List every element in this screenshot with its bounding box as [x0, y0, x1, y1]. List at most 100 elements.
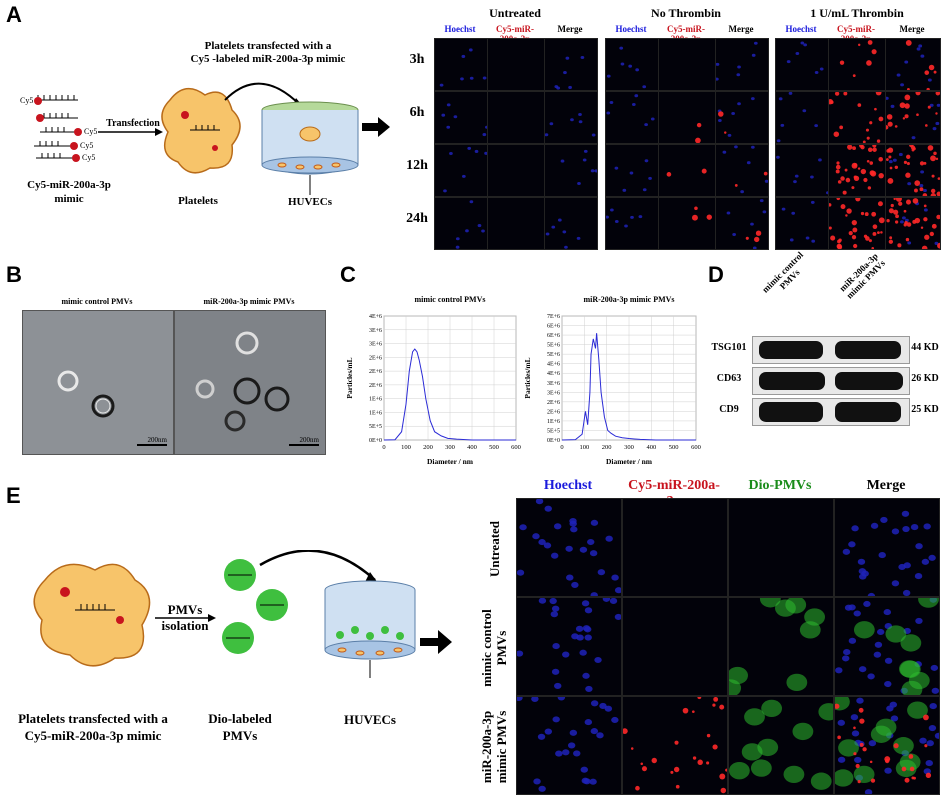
merge-image-tile [715, 197, 769, 250]
title-line: Cy5 -labeled miR-200a-3p mimic [190, 53, 346, 65]
y-tick-label: 2E+6 [547, 409, 560, 415]
wb-row-tsg101 [752, 336, 910, 364]
cy5-image-tile [658, 91, 716, 144]
tem-image-mimic: 200nm [174, 310, 326, 455]
panel-label-e: E [6, 483, 21, 508]
channel-hoechst: Hoechst [444, 24, 476, 34]
hoechst-image-tile [516, 696, 622, 795]
y-tick-label: 7E+6 [547, 314, 560, 320]
caption-line: Cy5-miR-200a-3p mimic [24, 728, 162, 743]
size-distribution-chart-control: mimic control PMVs0E+05E+51E+61E+62E+62E… [345, 295, 521, 466]
y-tick-label: 5E+6 [547, 343, 560, 349]
y-tick-label: 1E+6 [369, 397, 382, 403]
merge-image-tile [834, 498, 940, 597]
merge-image-tile [715, 91, 769, 144]
hoechst-image-tile [605, 91, 659, 144]
wb-band [759, 341, 823, 359]
wb-band [835, 372, 903, 390]
panel-e-platelet-caption: Platelets transfected with a Cy5-miR-200… [8, 710, 178, 744]
cy5-image-tile [828, 144, 886, 197]
x-tick-label: 300 [445, 444, 455, 451]
x-tick-label: 100 [579, 444, 589, 451]
cy5-image-tile [828, 38, 886, 91]
group-thrombin: 1 U/mL Thrombin [810, 6, 904, 20]
group-no-thrombin: No Thrombin [651, 6, 721, 20]
x-tick-label: 500 [489, 444, 499, 451]
cy5-image-tile [622, 696, 728, 795]
merge-image-tile [885, 38, 941, 91]
wb-band [835, 402, 901, 422]
merge-image-tile [834, 696, 940, 795]
merge-image-tile [885, 144, 941, 197]
cy5-image-tile [487, 38, 545, 91]
x-tick-label: 100 [401, 444, 411, 451]
transfection-label: Transfection [106, 118, 160, 129]
row-label-line: Untreated [486, 520, 502, 578]
cy5-image-tile [622, 597, 728, 696]
y-tick-label: 5E+6 [547, 352, 560, 358]
huvecs-label: HUVECs [287, 196, 332, 208]
y-tick-label: 5E+5 [547, 428, 560, 434]
x-tick-label: 600 [511, 444, 521, 451]
merge-image-tile [885, 91, 941, 144]
cy5-image-tile [487, 91, 545, 144]
x-axis-label: Diameter / nm [606, 457, 653, 466]
cy5-image-tile [487, 144, 545, 197]
title-line: Platelets transfected with a [204, 40, 332, 52]
hoechst-image-tile [775, 38, 829, 91]
panel-a-schematic: Cy5 Cy5 Cy5 Cy5 [20, 82, 390, 195]
dio-image-tile [728, 498, 834, 597]
mimic-label: Cy5-miR-200a-3p mimic [14, 178, 124, 206]
y-tick-label: 5E+5 [369, 424, 382, 430]
timepoint-12h: 12h [406, 158, 428, 173]
pmvs-label-line: isolation [161, 618, 209, 633]
size-distribution-chart-mimic: miR-200a-3p mimic PMVs0E+05E+51E+62E+62E… [523, 295, 701, 466]
row-label-line: PMVs [494, 630, 509, 666]
tem-image-control: 200nm [22, 310, 174, 455]
merge-image-tile [834, 597, 940, 696]
cy5-tag: Cy5 [20, 96, 33, 105]
wb-row-cd9 [752, 398, 910, 426]
channel-merge: Merge [899, 24, 925, 34]
cy5-tag: Cy5 [82, 153, 95, 162]
wb-row-cd63 [752, 367, 910, 395]
y-tick-label: 3E+6 [369, 328, 382, 334]
cy5-image-tile [828, 91, 886, 144]
merge-image-tile [715, 38, 769, 91]
panel-e-schematic [33, 550, 452, 678]
tem-title-control: mimic control PMVs [61, 297, 133, 306]
y-tick-label: 6E+6 [547, 324, 560, 330]
merge-image-tile [715, 144, 769, 197]
platelets-label: Platelets [178, 195, 218, 207]
cy5-image-tile [828, 197, 886, 250]
x-axis-label: Diameter / nm [427, 457, 474, 466]
pmvs-isolation-label: PMVs isolation [150, 602, 220, 634]
dio-label-line: PMVs [222, 728, 258, 743]
tem-title-mimic: miR-200a-3p mimic PMVs [203, 297, 295, 306]
y-tick-label: 2E+6 [369, 355, 382, 361]
chart-title-control: mimic control PMVs [415, 295, 486, 304]
x-tick-label: 400 [467, 444, 477, 451]
x-tick-label: 200 [602, 444, 612, 451]
cy5-image-tile [622, 498, 728, 597]
channel-dio-e: Dio-PMVs [748, 478, 812, 493]
wb-band [759, 402, 823, 422]
pmvs-label-line: PMVs [167, 602, 203, 617]
y-tick-label: 3E+6 [547, 381, 560, 387]
row-label-line: miR-200a-3p [479, 710, 494, 784]
panel-label-d: D [708, 262, 724, 287]
huvecs-label-e: HUVECs [343, 712, 396, 727]
hoechst-image-tile [605, 197, 659, 250]
lane-label-control: mimic control PMVs [760, 249, 806, 295]
wb-band [759, 372, 825, 390]
scale-bar [137, 444, 167, 446]
y-tick-label: 4E+6 [369, 314, 382, 320]
timepoint-6h: 6h [409, 105, 425, 120]
y-tick-label: 3E+6 [369, 342, 382, 348]
size-label: 25 KD [911, 404, 939, 415]
merge-image-tile [544, 38, 598, 91]
protein-label: TSG101 [711, 342, 747, 353]
timepoint-24h: 24h [406, 211, 428, 226]
row-label-line: mimic PMVs [494, 710, 509, 784]
protein-label: CD63 [716, 373, 742, 384]
